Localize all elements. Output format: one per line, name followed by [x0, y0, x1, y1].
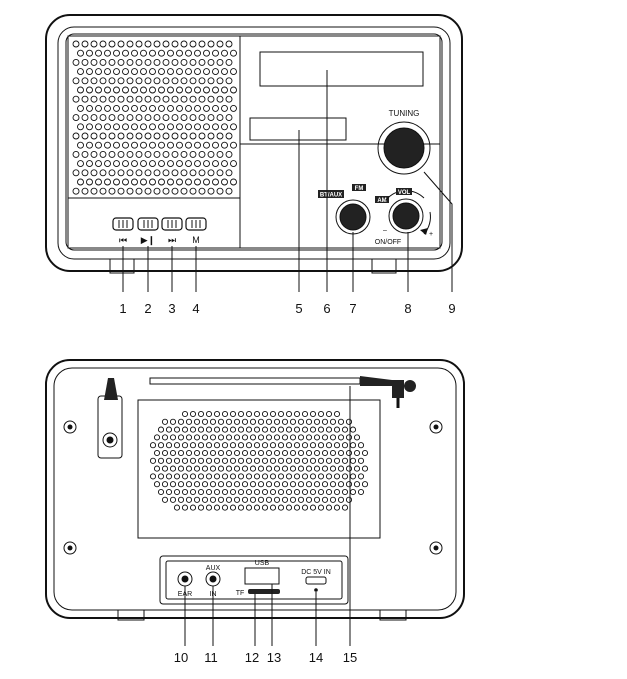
callout-4: 4: [192, 301, 199, 316]
callout-14: 14: [309, 650, 323, 665]
callout-7: 7: [349, 301, 356, 316]
vol-plus-label: +: [429, 231, 433, 238]
previous-button[interactable]: ⏮: [112, 217, 134, 245]
memory-symbol: M: [192, 235, 200, 245]
callout-1: 1: [119, 301, 126, 316]
play-pause-symbol: ▶❙: [141, 235, 155, 246]
previous-symbol: ⏮: [119, 235, 127, 245]
volume-knob[interactable]: [388, 198, 424, 234]
callout-12: 12: [245, 650, 259, 665]
callout-10: 10: [174, 650, 188, 665]
screw-icon: [63, 420, 77, 434]
callout-15: 15: [343, 650, 357, 665]
bt-aux-label: BT/AUX: [320, 193, 342, 199]
play-pause-button[interactable]: ▶❙: [137, 217, 159, 246]
vol-minus-label: –: [383, 227, 387, 234]
back-callouts: 10 11 12 13 14 15: [174, 650, 357, 665]
aux-label: AUX: [206, 565, 221, 572]
tf-label: TF: [236, 590, 245, 597]
am-label: AM: [377, 198, 386, 204]
callout-9: 9: [448, 301, 455, 316]
rear-speaker-panel: [137, 399, 381, 539]
connector-panel: [159, 555, 349, 605]
dc-5v-port[interactable]: [305, 576, 327, 585]
callout-2: 2: [144, 301, 151, 316]
screw-icon: [429, 541, 443, 555]
screw-icon: [63, 541, 77, 555]
fm-label: FM: [355, 186, 364, 192]
on-off-label: ON/OFF: [375, 239, 401, 246]
next-symbol: ⏭: [168, 235, 176, 245]
frequency-window: [249, 117, 347, 141]
memory-button[interactable]: M: [185, 217, 207, 245]
usb-port[interactable]: [244, 567, 280, 585]
callout-8: 8: [404, 301, 411, 316]
front-callouts: 1 2 3 4 5 6 7 8 9: [119, 301, 455, 316]
vol-label: VOL: [398, 190, 411, 196]
next-button[interactable]: ⏭: [161, 217, 183, 245]
callout-11: 11: [204, 650, 218, 665]
dc-label: DC 5V IN: [301, 569, 331, 576]
screw-icon: [429, 420, 443, 434]
front-view: TUNING BT/AUX FM AM VOL ON/OFF – + ⏮ ▶❙ ⏭ M: [45, 14, 463, 292]
back-view: EAR AUX IN USB TF DC 5V IN: [45, 359, 465, 646]
callout-5: 5: [295, 301, 302, 316]
callout-13: 13: [267, 650, 281, 665]
telescopic-antenna[interactable]: [97, 376, 416, 459]
usb-label: USB: [255, 560, 270, 567]
callout-3: 3: [168, 301, 175, 316]
lcd-display: [259, 51, 424, 87]
tf-card-slot[interactable]: [248, 589, 280, 594]
callout-6: 6: [323, 301, 330, 316]
tuning-knob[interactable]: [377, 121, 431, 175]
tuning-label: TUNING: [389, 109, 420, 118]
